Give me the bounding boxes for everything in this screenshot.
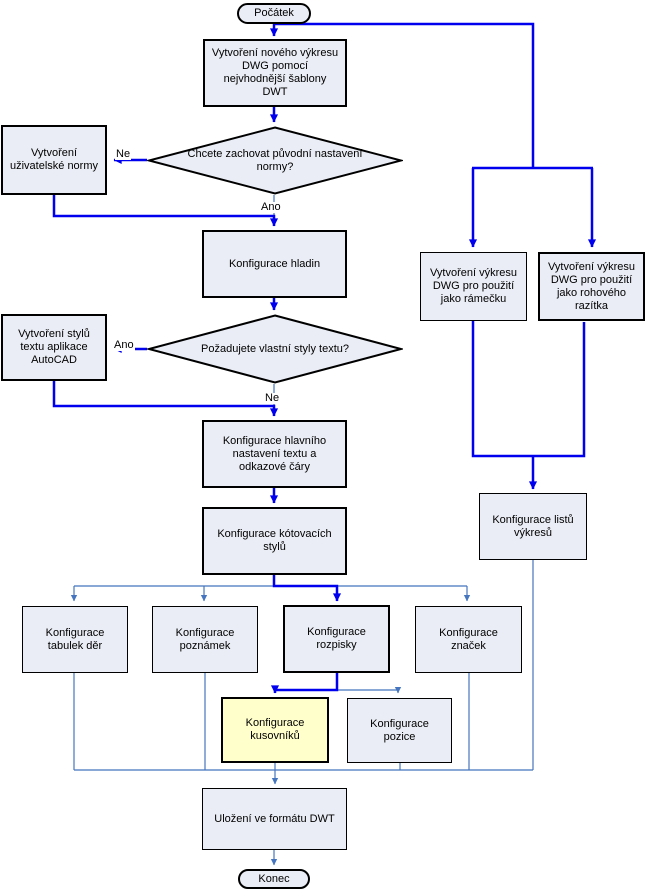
configure-bom-step: Konfigurace kusovníků — [221, 697, 329, 763]
configure-main-text-step: Konfigurace hlavního nastavení textu a o… — [202, 420, 347, 488]
edge-branch-trunk — [273, 22, 535, 168]
create-frame-dwg-step: Vytvoření výkresu DWG pro použití jako r… — [420, 252, 527, 321]
configure-sheets-step: Konfigurace listů výkresů — [479, 493, 587, 560]
edge-to-bom — [270, 673, 339, 694]
text-styles-decision: Požadujete vlastní styly textu? — [147, 314, 403, 384]
diamond-shape — [147, 314, 403, 384]
configure-dim-styles-step: Konfigurace kótovacích stylů — [202, 507, 347, 575]
edge-label-ano-1: Ano — [260, 201, 282, 213]
create-titleblock-dwg-step: Vytvoření výkresu DWG pro použití jako r… — [538, 252, 645, 321]
create-dwg-step: Vytvoření nového výkresu DWG pomocí nejv… — [203, 39, 347, 107]
decision-label: Chcete zachovat původní nastavení normy? — [187, 147, 363, 173]
configure-parts-list-step: Konfigurace rozpisky — [283, 605, 390, 673]
save-dwt-step: Uložení ve formátu DWT — [202, 788, 347, 850]
configure-hole-tables-step: Konfigurace tabulek děr — [22, 606, 128, 673]
configure-layers-step: Konfigurace hladin — [202, 230, 347, 298]
edge-right-merge — [471, 321, 586, 458]
decision-label: Požadujete vlastní styly textu? — [201, 342, 349, 355]
edge-text-styles-return — [52, 380, 279, 417]
edge-user-norm-return — [52, 194, 279, 227]
end-terminator: Konec — [238, 869, 310, 889]
edge-to-parts-list — [272, 575, 342, 602]
keep-norm-decision: Chcete zachovat původní nastavení normy? — [147, 126, 403, 195]
configure-notes-step: Konfigurace poznámek — [152, 606, 258, 673]
create-autocad-text-styles-step: Vytvoření stylů textu aplikace AutoCAD — [1, 314, 107, 381]
edge-label-ne-1: Ne — [115, 148, 132, 160]
diamond-shape — [147, 126, 403, 195]
create-user-norm-step: Vytvoření uživatelské normy — [1, 125, 107, 195]
start-terminator: Počátek — [237, 3, 311, 24]
edge-to-balloons — [337, 687, 402, 694]
configure-symbols-step: Konfigurace značek — [415, 606, 522, 673]
edge-label-ne-2: Ne — [264, 392, 281, 404]
configure-balloons-step: Konfigurace pozice — [347, 698, 452, 763]
edge-label-ano-2: Ano — [113, 339, 135, 351]
